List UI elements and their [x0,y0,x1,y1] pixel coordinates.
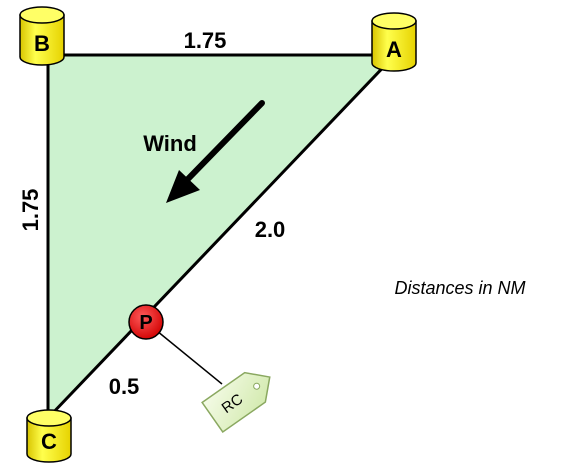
wind-label: Wind [143,131,197,156]
mark-b: B [19,6,65,66]
mark-b-cylinder-icon [19,6,65,66]
mark-a: A [371,12,417,72]
mark-b-label: B [34,31,50,56]
mark-c-label: C [41,429,57,454]
pin-mark-p: P [128,304,164,340]
leg-a-c [46,53,397,420]
rc-committee-boat-icon: RC [201,371,271,433]
edge-label-a-c: 2.0 [255,217,286,242]
edge-label-p-c: 0.5 [109,374,140,399]
wind-arrow-icon [166,100,265,203]
mark-a-cylinder-icon [371,12,417,72]
pin-mark-p-label: P [139,312,152,334]
edge-label-b-a: 1.75 [184,28,227,53]
mark-c: C [26,409,72,463]
distances-note: Distances in NM [394,278,525,298]
mark-a-label: A [386,37,402,62]
mark-c-cylinder-icon [26,409,72,463]
edge-label-b-c: 1.75 [18,189,43,232]
